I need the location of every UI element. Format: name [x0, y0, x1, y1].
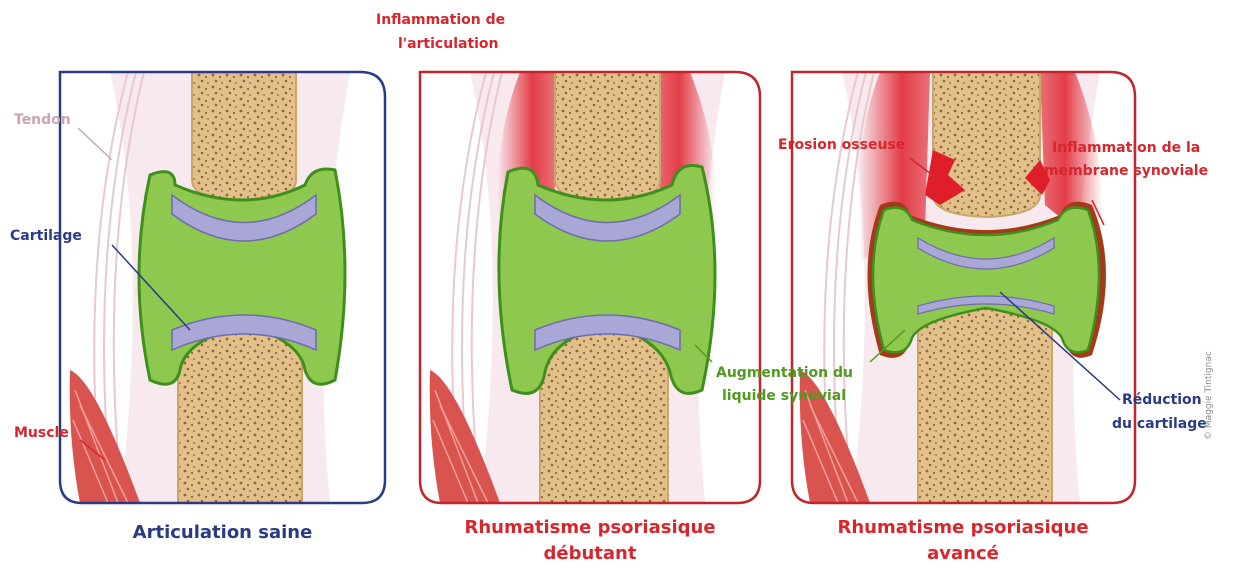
panel-healthy: [60, 72, 385, 503]
membrane-label-line1: Inflammation de la: [1052, 140, 1200, 157]
caption-advanced-line1: Rhumatisme psoriasique: [778, 517, 1148, 539]
inflammation-articulation-label-line2: l'articulation: [398, 36, 499, 53]
erosion-label: Erosion osseuse: [778, 137, 905, 154]
inflammation-articulation-label-line1: Inflammation de: [376, 12, 505, 29]
augmentation-label-line2: liquide synovial: [722, 388, 846, 405]
copyright-credit: © Maggie Tintignac: [1204, 320, 1214, 440]
tendon-label: Tendon: [14, 112, 71, 129]
reduction-label-line2: du cartilage: [1112, 416, 1207, 433]
caption-healthy: Articulation saine: [60, 522, 385, 544]
caption-early-line2: débutant: [405, 543, 775, 565]
reduction-label-line1: Réduction: [1122, 392, 1202, 409]
augmentation-label-line1: Augmentation du: [716, 365, 853, 382]
cartilage-label: Cartilage: [10, 228, 82, 245]
membrane-label-line2: membrane synoviale: [1044, 163, 1208, 180]
caption-advanced-line2: avancé: [778, 543, 1148, 565]
bone-upper: [192, 72, 296, 202]
caption-early-line1: Rhumatisme psoriasique: [405, 517, 775, 539]
panel-early: [420, 72, 760, 503]
bone-lower: [178, 329, 302, 503]
muscle-label: Muscle: [14, 425, 69, 442]
